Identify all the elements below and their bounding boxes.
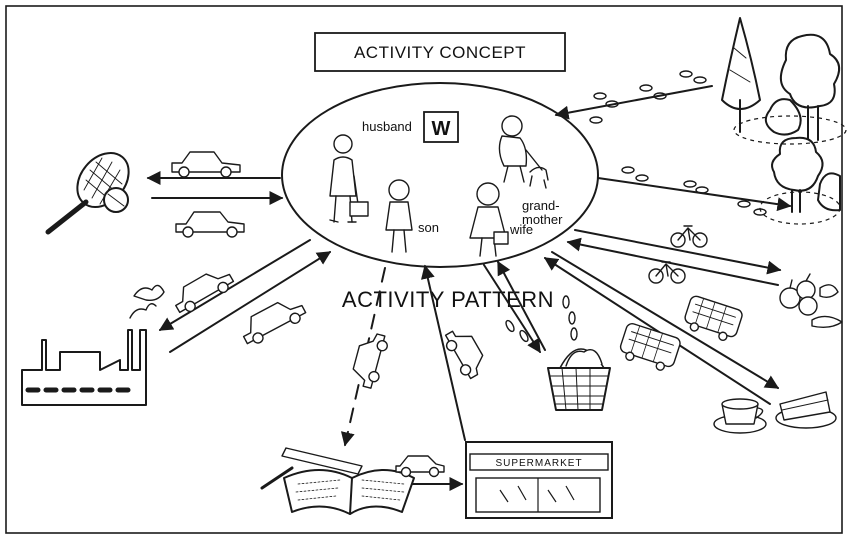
- cake-icon: [775, 391, 837, 429]
- factory-icon: [21, 284, 165, 406]
- page-title: ACTIVITY CONCEPT: [354, 43, 526, 62]
- arrow-to-basket: [483, 264, 541, 354]
- arrow-to-factory: [158, 239, 311, 331]
- car-icon: [242, 301, 307, 345]
- arrow-from-basket: [497, 260, 546, 351]
- footprints-icon: [505, 295, 578, 343]
- car-icon: [352, 333, 388, 389]
- trip-arrows: [146, 85, 792, 491]
- park-boundary: [759, 191, 841, 225]
- park-boundary: [733, 115, 847, 145]
- car-icon: [175, 211, 245, 238]
- son-figure-icon: [385, 179, 413, 253]
- car-icon: [171, 151, 241, 178]
- coffee-cup-icon: [713, 398, 767, 434]
- grandmother-label-line1: grand-: [522, 198, 560, 213]
- bicycle-icon: [670, 225, 708, 248]
- car-icon: [395, 455, 445, 478]
- arrow-from-supermarket: [421, 264, 466, 441]
- arrow-to-fruit: [574, 229, 782, 275]
- fruit-icon: [779, 273, 843, 329]
- household-badge: W: [423, 111, 459, 143]
- bus-icon: [619, 322, 681, 371]
- wife-figure-icon: [469, 182, 509, 257]
- outer-frame: [5, 5, 843, 534]
- arrow-to-park: [597, 177, 792, 212]
- badge-label: W: [432, 118, 451, 140]
- book-icon: [260, 447, 415, 515]
- supermarket-sign: SUPERMARKET: [495, 458, 582, 469]
- tree-icon: [817, 172, 841, 212]
- household-ellipse: [281, 82, 599, 268]
- arrow-to-school: [340, 267, 386, 447]
- grandmother-label-line2: mother: [522, 212, 563, 227]
- wife-label: wife: [509, 222, 533, 237]
- footprints-icon: [589, 70, 767, 216]
- bus-icon: [684, 295, 743, 341]
- grandmother-figure-icon: [498, 115, 549, 189]
- husband-figure-icon: [329, 134, 369, 223]
- tree-icon: [764, 98, 802, 136]
- supermarket-icon: SUPERMARKET: [465, 441, 613, 519]
- shopping-basket-icon: [547, 348, 611, 411]
- arrow-to-cafe: [551, 251, 780, 389]
- car-icon: [444, 330, 484, 380]
- bicycle-icon: [648, 261, 686, 284]
- title-box: ACTIVITY CONCEPT: [314, 32, 566, 72]
- arrow-from-factory: [169, 251, 332, 353]
- tree-icon: [779, 33, 841, 141]
- son-label: son: [418, 220, 439, 235]
- tennis-racket-icon: [45, 152, 130, 235]
- tree-icon: [771, 136, 824, 213]
- tree-icon: [721, 17, 761, 133]
- husband-label: husband: [362, 119, 412, 134]
- arrow-from-fruit: [566, 237, 779, 286]
- arrow-from-park: [554, 85, 713, 120]
- car-icon: [175, 273, 235, 314]
